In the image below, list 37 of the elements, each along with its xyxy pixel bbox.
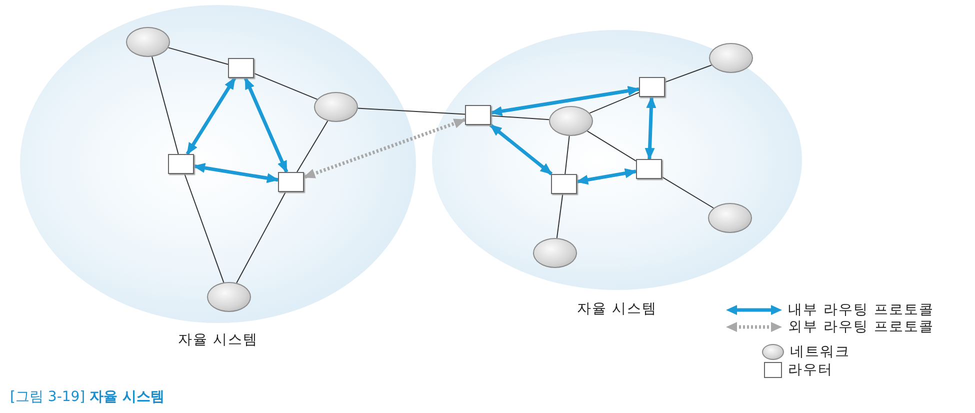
network-ellipse [709,43,753,73]
connection-line [236,192,286,284]
arrow [490,86,640,116]
connection-line [589,92,640,114]
router-box [278,172,304,192]
connection-line [254,72,318,100]
router-box [228,58,254,78]
connection-line [357,108,466,115]
connection-line [296,120,328,172]
legend-label: 네트워크 [790,343,850,361]
arrow [576,168,637,185]
connection-line [556,194,564,239]
system-label: 자율 시스템 [178,331,258,349]
legend-label: 외부 라우팅 프로토콜 [788,318,934,336]
connection-line [152,56,179,154]
arrow [186,77,236,155]
router-box [168,154,194,174]
connection-line [168,47,228,65]
legend-label: 라우터 [788,361,833,379]
arrow [244,77,288,173]
connection-line [564,136,570,174]
dotted-arrow [303,118,466,179]
connection-line [490,115,550,120]
router-box [551,174,577,194]
connection-line [664,64,712,83]
connection-line [586,130,636,162]
connection-line [184,174,224,283]
router-box [639,77,665,97]
arrow [489,124,553,176]
arrow [644,96,656,160]
legend-label: 내부 라우팅 프로토콜 [788,301,934,319]
router-box [636,159,662,179]
figure-caption: [그림 3-19] 자율 시스템 [10,388,164,406]
system-label: 자율 시스템 [576,300,658,318]
router-box [465,105,491,125]
arrow [193,162,279,184]
connection-line [662,176,714,208]
